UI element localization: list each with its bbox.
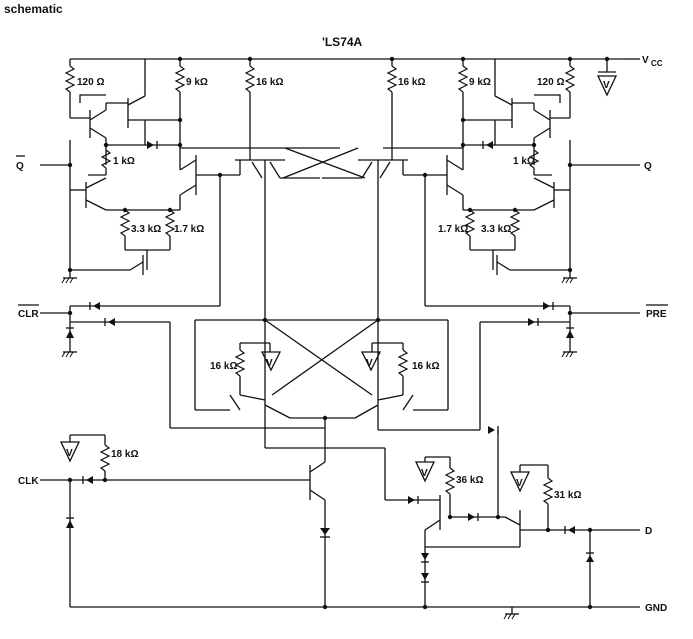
r18k-label: 18 kΩ [111,449,138,460]
ground-symbol-right-upper [561,270,577,284]
resistor-120-left [64,59,76,118]
r36k-label: 36 kΩ [456,475,483,486]
r16k-b-label: 16 kΩ [398,77,425,88]
ground-symbol-left-upper [61,270,77,284]
ground-symbol-pre [561,345,577,358]
r1-7k-right-label: 1.7 kΩ [438,224,468,235]
clk-pin-label: CLK [18,476,39,487]
r9k-left-label: 9 kΩ [186,77,208,88]
q-pin-label: Q [644,161,652,172]
r1k-right-label: 1 kΩ [513,156,535,167]
r120-left-label: 120 Ω [77,77,104,88]
r120-right-label: 120 Ω [537,77,564,88]
d-input-network [408,430,640,607]
pre-input-network [424,175,640,430]
device-title: 'LS74A [322,35,363,49]
clr-input-network [40,175,325,429]
r1k-left-label: 1 kΩ [113,156,135,167]
schematic-heading: schematic [4,2,63,16]
ground-symbol-clr [61,345,77,358]
clr-pin-label: CLR [18,309,39,320]
rail-junctions [177,56,610,62]
vcc-pin-subscript: CC [651,59,663,68]
clk-input-network [40,428,440,607]
left-output-stage [40,59,223,275]
r3-3k-right-label: 3.3 kΩ [481,224,511,235]
supply-symbol-mid-left-label: V [266,358,273,369]
resistor-9k-right [457,59,469,148]
gnd-pin-label: GND [645,603,667,614]
resistor-16k-a [244,59,256,155]
pre-pin-label: PRE [646,309,667,320]
r16k-a-label: 16 kΩ [256,77,283,88]
r3-3k-left-label: 3.3 kΩ [131,224,161,235]
supply-symbol-d-right-label: V [516,478,523,489]
ground-symbol-bottom [503,607,519,620]
resistor-9k-left [174,59,186,148]
supply-symbol-clk-label: V [66,448,73,459]
qbar-pin-label: Q [16,161,24,172]
r1-7k-left-label: 1.7 kΩ [174,224,204,235]
resistor-120-right [564,59,576,118]
gnd-junctions [322,604,593,610]
top-latch-transistors [180,147,463,323]
vcc-pin-label: V [642,55,649,66]
right-output-stage [422,59,640,275]
r16k-c-label: 16 kΩ [210,361,237,372]
r31k-label: 31 kΩ [554,490,581,501]
r16k-d-label: 16 kΩ [412,361,439,372]
supply-symbol-vcc-label: V [603,80,610,91]
resistor-16k-b [386,59,398,155]
middle-latch [194,319,499,448]
supply-symbol-d-left-label: V [421,468,428,479]
r9k-right-label: 9 kΩ [469,77,491,88]
d-pin-label: D [645,526,652,537]
supply-symbol-mid-right-label: V [366,358,373,369]
